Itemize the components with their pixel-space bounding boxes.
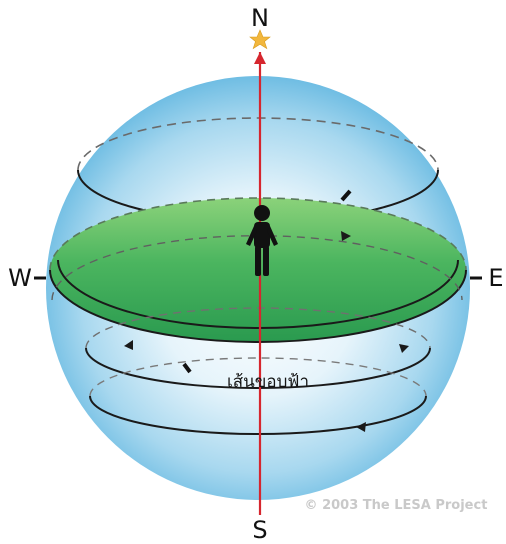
orbit-arrow-icon: [124, 340, 133, 350]
sun-marker-lower: [182, 362, 192, 374]
west-label: W: [8, 264, 32, 292]
north-label: N: [251, 4, 269, 32]
copyright-watermark: © 2003 The LESA Project: [305, 498, 488, 513]
horizon-label: เส้นขอบฟ้า: [227, 372, 309, 392]
orbit-arrow-icon: [356, 422, 366, 432]
orbit-arrow-icon: [341, 231, 351, 241]
sun-marker-upper: [340, 189, 352, 202]
axis-arrow-icon: [254, 52, 266, 64]
person-silhouette-icon: [246, 205, 278, 276]
star-icon: [249, 29, 271, 50]
orbit-arrow-icon: [399, 344, 409, 353]
east-label: E: [488, 264, 503, 292]
south-label: S: [252, 516, 267, 544]
lower-diurnal-circle: [85, 307, 431, 389]
bottom-diurnal-circle: [89, 357, 427, 435]
